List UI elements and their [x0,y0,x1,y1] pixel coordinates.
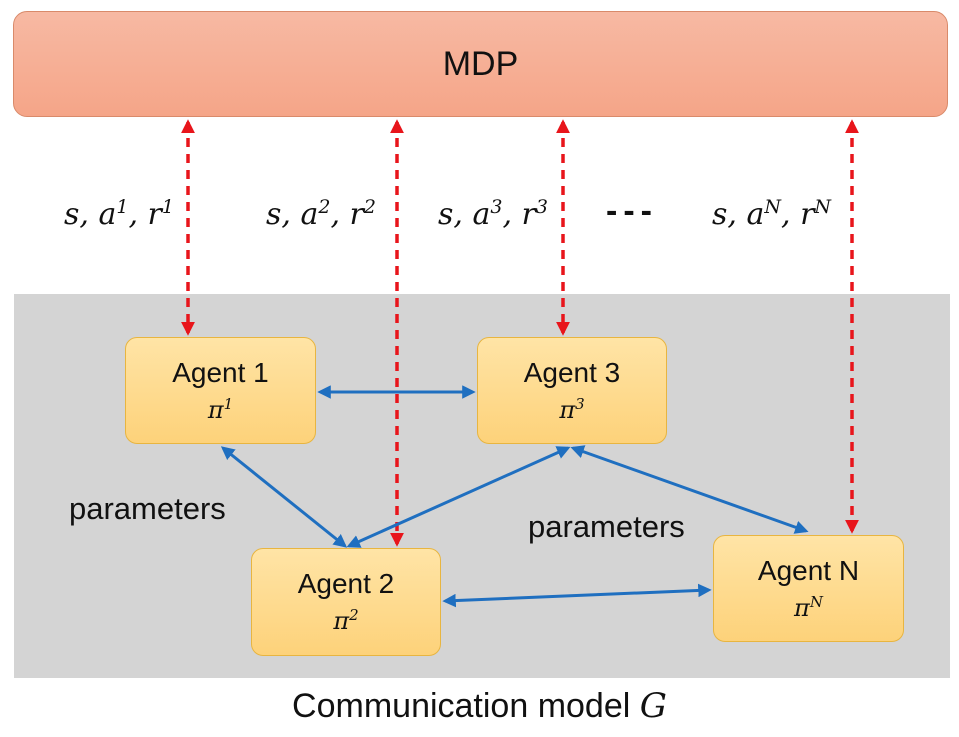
agent-3-name: Agent 3 [523,356,621,388]
link-agent-1-agent-2 [220,446,348,548]
agent-3-box: Agent 3 π3 [477,337,667,444]
link-agent-2-agent-n [442,583,712,608]
agent-n-policy: πN [794,592,823,622]
mdp-box: MDP [13,11,948,117]
agent-1-name: Agent 1 [172,356,269,388]
caption-text: Communication model [292,687,631,725]
transition-label-1: s, a1, r1 [64,196,174,232]
parameters-label-left: parameters [69,491,226,526]
agent-n-name: Agent N [757,554,860,586]
agent-1-box: Agent 1 π1 [125,337,316,444]
agent-n-box: Agent N πN [713,535,904,642]
ellipsis-dashes: --- [606,192,658,230]
agent-2-policy: π2 [333,606,359,635]
link-agent-2-agent-3 [346,446,571,548]
diagram-caption: Communication model G [0,686,959,726]
mdp-label: MDP [442,44,519,83]
caption-symbol: G [639,686,667,726]
transition-label-n: s, aN, rN [712,196,832,232]
agent-2-name: Agent 2 [297,568,395,599]
transition-label-3: s, a3, r3 [438,196,548,232]
agent-1-policy: π1 [207,394,234,424]
agent-2-box: Agent 2 π2 [251,548,441,656]
transition-label-2: s, a2, r2 [266,196,376,232]
agent-3-policy: π3 [559,394,585,424]
link-agent-3-agent-n [570,445,809,534]
